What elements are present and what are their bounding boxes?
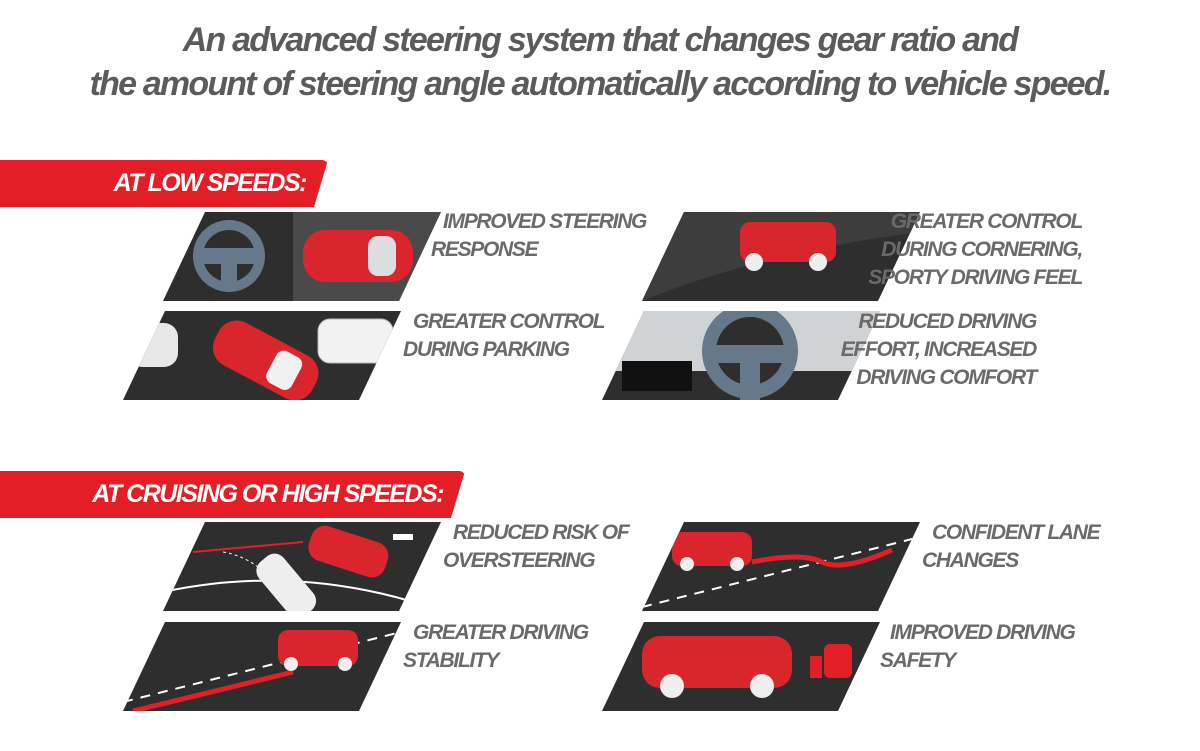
caption-line: GREATER CONTROL [890, 210, 1084, 233]
caption-line: DURING CORNERING, [881, 238, 1083, 261]
dashboard-steering-wheel-icon [602, 311, 880, 400]
caption-line: DURING PARKING [403, 338, 570, 361]
parking-cars-icon [123, 311, 401, 400]
low-speeds-banner: AT LOW SPEEDS: [0, 160, 328, 207]
caption-line: REDUCED DRIVING [858, 310, 1037, 333]
caption-line: OVERSTEERING [443, 549, 596, 572]
caption-line: RESPONSE [431, 238, 539, 261]
caption-line: IMPROVED STEERING [443, 210, 647, 233]
high-speeds-banner: AT CRUISING OR HIGH SPEEDS: [0, 471, 465, 518]
headline-line-2: the amount of steering angle automatical… [89, 65, 1113, 103]
caption-line: SPORTY DRIVING FEEL [868, 266, 1083, 289]
caption-line: EFFORT, INCREASED [840, 338, 1038, 361]
caption-line: IMPROVED DRIVING [890, 621, 1076, 644]
caption-line: CONFIDENT LANE [932, 521, 1101, 544]
steering-wheel-and-car-icon [163, 212, 441, 301]
caption-line: GREATER CONTROL [413, 310, 606, 333]
caption-line: STABILITY [403, 649, 500, 672]
caption-line: GREATER DRIVING [413, 621, 589, 644]
caption-line: DRIVING COMFORT [856, 366, 1037, 389]
caption-line: REDUCED RISK OF [453, 521, 630, 544]
headline-line-1: An advanced steering system that changes… [182, 21, 1019, 59]
caption-line: SAFETY [880, 649, 956, 672]
thumbs-up-car-icon [602, 622, 880, 711]
cornering-car-icon [642, 212, 920, 301]
caption-line: CHANGES [922, 549, 1019, 572]
oversteer-car-icon [163, 522, 441, 611]
stable-road-car-icon [123, 622, 401, 711]
lane-change-car-icon [642, 522, 920, 611]
